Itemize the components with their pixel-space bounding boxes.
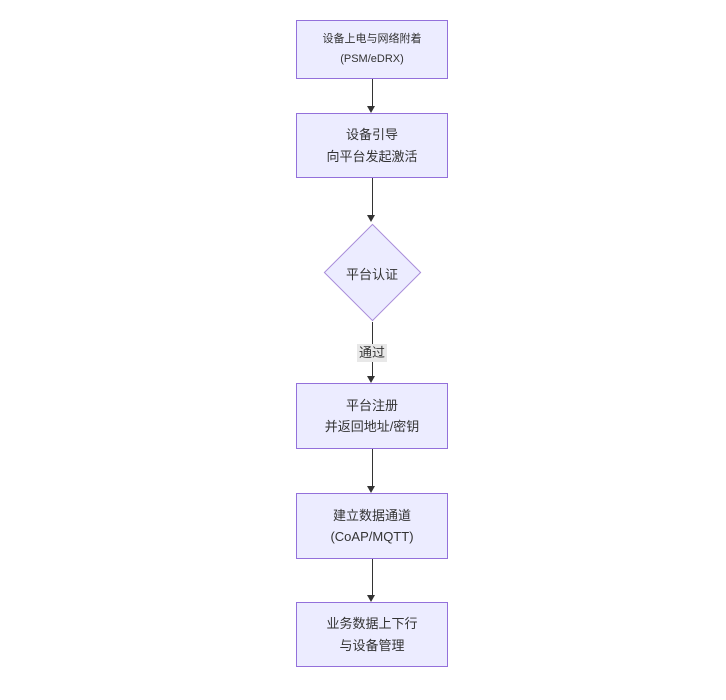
edge-channel-to-business — [371, 559, 373, 595]
node-power-network-attach: 设备上电与网络附着 (PSM/eDRX) — [296, 20, 448, 79]
node-label-line: 与设备管理 — [339, 637, 405, 653]
node-label-line: 建立数据通道 — [332, 507, 411, 523]
edge-power-to-bootstrap — [371, 79, 373, 106]
node-business-data-management: 业务数据上下行 与设备管理 — [296, 602, 448, 667]
node-label-line: 业务数据上下行 — [326, 616, 418, 632]
arrow-down-icon — [367, 376, 375, 383]
node-label-line: 设备上电与网络附着 — [322, 32, 422, 45]
node-platform-register: 平台注册 并返回地址/密钥 — [296, 383, 448, 449]
arrow-down-icon — [367, 215, 375, 222]
node-label-line: (PSM/eDRX) — [340, 52, 404, 65]
node-label-line: (CoAP/MQTT) — [330, 529, 414, 544]
node-label-line: 向平台发起激活 — [326, 148, 418, 164]
edge-bootstrap-to-auth — [371, 178, 373, 215]
decision-platform-auth-label: 平台认证 — [345, 267, 398, 282]
node-label-line: 并返回地址/密钥 — [324, 419, 420, 434]
node-label-line: 平台注册 — [345, 397, 398, 413]
edge-register-to-channel — [371, 449, 373, 486]
arrow-down-icon — [367, 486, 375, 493]
arrow-down-icon — [367, 106, 375, 113]
edge-label-pass: 通过 — [356, 344, 388, 363]
arrow-down-icon — [367, 595, 375, 602]
node-device-bootstrap: 设备引导 向平台发起激活 — [296, 113, 448, 178]
node-data-channel: 建立数据通道 (CoAP/MQTT) — [296, 493, 448, 559]
node-label-line: 设备引导 — [345, 127, 398, 143]
